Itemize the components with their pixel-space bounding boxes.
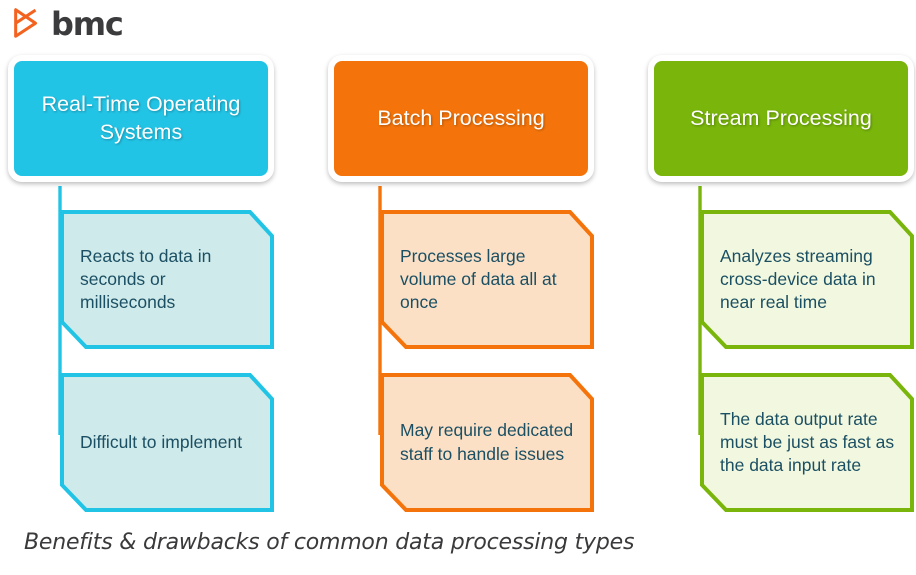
header-card-batch-processing[interactable]: Batch Processing (328, 55, 594, 182)
column-stream-processing: Stream Processing Analyzes streaming cro… (648, 55, 914, 512)
header-card-real-time-operating-systems[interactable]: Real-Time Operating Systems (8, 55, 274, 182)
header-title: Real-Time Operating Systems (41, 91, 241, 144)
bmc-wordmark: bmc (51, 5, 124, 43)
bmc-logo: bmc (10, 5, 124, 43)
sub-box-shape (700, 210, 914, 349)
sub-box-shape (700, 373, 914, 512)
header-card-stream-processing[interactable]: Stream Processing (648, 55, 914, 182)
sub-box-shape (380, 373, 594, 512)
sub-box-1[interactable]: Difficult to implement (60, 373, 274, 512)
sub-box-text: May require dedicated staff to handle is… (400, 420, 574, 464)
sub-box-1[interactable]: May require dedicated staff to handle is… (380, 373, 594, 512)
sub-box-1[interactable]: The data output rate must be just as fas… (700, 373, 914, 512)
header-title: Batch Processing (377, 105, 545, 130)
header-title: Stream Processing (690, 105, 872, 130)
sub-box-shape (60, 373, 274, 512)
column-real-time-operating-systems: Real-Time Operating Systems Reacts to da… (8, 55, 274, 512)
sub-box-shape (380, 210, 594, 349)
sub-box-text: Difficult to implement (80, 431, 243, 452)
sub-box-text: The data output rate must be just as fas… (720, 408, 895, 476)
bmc-bowtie-icon (14, 8, 38, 38)
sub-box-text: Analyzes streaming cross-device data in … (720, 245, 876, 313)
sub-box-0[interactable]: Reacts to data in seconds or millisecond… (60, 210, 274, 349)
sub-box-text: Processes large volume of data all at on… (400, 245, 557, 313)
sub-box-0[interactable]: Analyzes streaming cross-device data in … (700, 210, 914, 349)
column-batch-processing: Batch Processing Processes large volume … (328, 55, 594, 512)
figure-caption: Benefits & drawbacks of common data proc… (24, 530, 635, 555)
sub-box-text: Reacts to data in seconds or millisecond… (80, 245, 212, 313)
sub-box-shape (60, 210, 274, 349)
sub-box-0[interactable]: Processes large volume of data all at on… (380, 210, 594, 349)
